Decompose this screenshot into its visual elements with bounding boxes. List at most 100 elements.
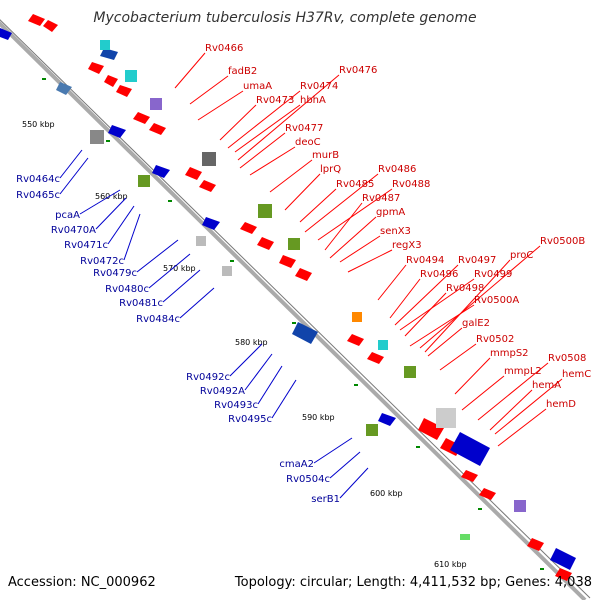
leader-line	[179, 287, 215, 319]
leader-line	[304, 173, 379, 233]
leader-line	[461, 375, 505, 411]
leader-line	[404, 292, 447, 337]
leader-line	[399, 278, 475, 331]
reverse-gene-label: Rv0465c	[16, 190, 60, 201]
leader-line	[284, 173, 321, 211]
forward-gene-label: Rv0487	[362, 193, 400, 204]
leader-line	[329, 216, 377, 259]
leader-line	[123, 213, 141, 261]
leader-line	[394, 264, 459, 326]
leader-line	[271, 379, 297, 419]
leader-line	[239, 132, 286, 169]
leader-line	[324, 202, 363, 251]
leader-line	[237, 74, 340, 161]
scale-labels: 550 kbp 560 kbp 570 kbp 580 kbp 590 kbp 600 k…	[22, 120, 467, 569]
reverse-gene-label: Rv0470A	[51, 225, 96, 236]
leader-line	[439, 343, 477, 371]
genome-backbone	[0, 21, 587, 600]
leader-line	[234, 104, 301, 153]
scale-label: 610 kbp	[434, 560, 467, 569]
reverse-gene-label: serB1	[311, 494, 340, 505]
scale-label: 560 kbp	[95, 192, 128, 201]
forward-gene-label: hemD	[546, 399, 576, 410]
forward-gene-label: Rv0500B	[540, 236, 585, 247]
leader-line	[59, 149, 83, 179]
leader-line	[299, 188, 337, 223]
leader-line	[409, 304, 475, 347]
forward-gene-label: galE2	[462, 318, 490, 329]
scale-label: 550 kbp	[22, 120, 55, 129]
scale-label: 590 kbp	[302, 413, 335, 422]
leader-line	[229, 343, 263, 377]
forward-gene-label: Rv0466	[205, 43, 243, 54]
reverse-gene-label: Rv0472c	[80, 256, 124, 267]
reverse-gene-label: Rv0492c	[186, 372, 230, 383]
leader-line	[219, 104, 257, 141]
forward-gene-label: lprQ	[320, 164, 341, 175]
forward-gene-label: Rv0500A	[474, 295, 519, 306]
genome-summary-text: Topology: circular; Length: 4,411,532 bp…	[234, 575, 592, 590]
forward-gene-label: Rv0502	[476, 334, 514, 345]
forward-gene-label: fadB2	[228, 66, 257, 77]
leader-line	[419, 245, 541, 349]
leader-line	[174, 52, 206, 89]
scale-ticks	[42, 78, 544, 570]
leader-line	[477, 362, 549, 421]
leader-line	[339, 235, 381, 263]
forward-gene-label: hemC	[562, 369, 591, 380]
reverse-gene-label: Rv0480c	[105, 284, 149, 295]
leader-line	[339, 467, 369, 499]
misc-features	[90, 40, 526, 540]
forward-gene-label: Rv0488	[392, 179, 430, 190]
forward-gene-label: Rv0497	[458, 255, 496, 266]
forward-gene-label: Rv0498	[446, 283, 484, 294]
leader-line	[244, 353, 273, 391]
forward-gene-label: mmpS2	[490, 348, 529, 359]
scale-label: 580 kbp	[235, 338, 268, 347]
reverse-gene-label: Rv0484c	[136, 314, 180, 325]
leader-line	[454, 357, 491, 395]
reverse-gene-label: Rv0493c	[214, 400, 258, 411]
forward-gene-label: Rv0477	[285, 123, 323, 134]
forward-gene-label: regX3	[392, 240, 422, 251]
map-title: Mycobacterium tuberculosis H37Rv, comple…	[93, 10, 476, 26]
forward-gene-label: deoC	[295, 137, 321, 148]
reverse-gene-label: Rv0471c	[64, 240, 108, 251]
forward-gene-label: Rv0485	[336, 179, 374, 190]
forward-gene-label: Rv0473	[256, 95, 294, 106]
leader-line	[389, 278, 421, 319]
forward-gene-label: Rv0476	[339, 65, 377, 76]
leader-line	[136, 239, 179, 273]
leader-line	[162, 269, 201, 303]
forward-gene-label: Rv0508	[548, 353, 586, 364]
forward-gene-label: hemA	[532, 380, 561, 391]
reverse-features	[0, 28, 576, 570]
leader-line	[347, 249, 393, 273]
leader-line	[95, 197, 127, 230]
forward-gene-label: senX3	[380, 226, 411, 237]
leader-line	[427, 327, 463, 357]
leader-line	[424, 259, 511, 353]
forward-gene-label: Rv0474	[300, 81, 338, 92]
scale-label: 570 kbp	[163, 264, 196, 273]
leader-line	[313, 437, 353, 464]
leader-line	[497, 408, 547, 447]
leader-line	[189, 75, 229, 105]
forward-gene-label: gpmA	[376, 207, 405, 218]
leader-line	[227, 90, 301, 149]
forward-features	[28, 14, 572, 581]
accession-text: Accession: NC_000962	[8, 575, 156, 590]
leader-line	[377, 264, 407, 301]
forward-gene-label: Rv0496	[420, 269, 458, 280]
reverse-gene-label: Rv0479c	[93, 268, 137, 279]
leader-line	[249, 146, 296, 176]
forward-gene-label: umaA	[243, 81, 272, 92]
forward-gene-label: mmpL2	[504, 366, 542, 377]
leader-lines	[59, 52, 563, 499]
leader-line	[197, 90, 244, 121]
leader-line	[317, 188, 393, 241]
scale-label: 600 kbp	[370, 489, 403, 498]
forward-gene-label: proC	[510, 250, 533, 261]
